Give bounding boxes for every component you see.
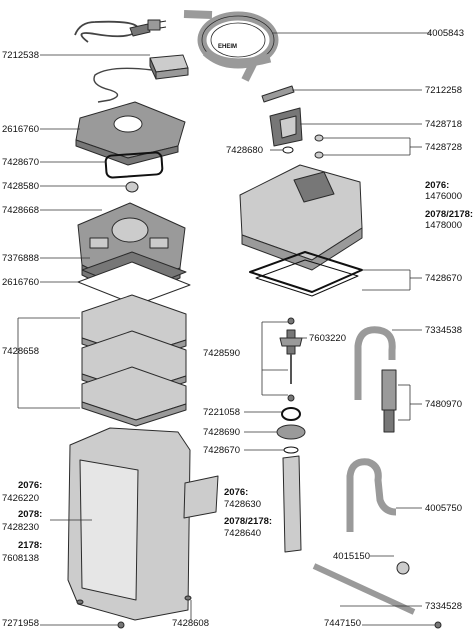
part-number-label: 7447150 [324,618,361,629]
model-label: 2078: [18,509,43,520]
part-number-label: 7212538 [2,50,39,61]
power-supply [93,54,189,103]
part-number-label: 7603220 [309,333,346,344]
part-number-label: 1476000 [425,191,462,202]
part-number-label: 7428680 [226,145,263,156]
leader-lines [17,32,435,626]
hose-logo-text: EHEIM [218,44,237,50]
part-number-label: 7428728 [425,142,462,153]
part-number-label: 2616760 [2,124,39,135]
hose-coil: EHEIM [183,10,279,82]
part-number-label: 7608138 [2,553,39,564]
model-label: 2078/2178: [224,516,273,527]
part-number-label: 7426220 [2,493,39,504]
part-number-label: 4015150 [333,551,370,562]
canister [67,427,219,621]
part-number-label: 7212258 [425,85,462,96]
model-label: 2076: [425,180,450,191]
part-number-label: 7376888 [2,253,39,264]
impeller-stack [276,317,306,553]
model-label: 2178: [18,540,43,551]
part-number-label: 7428670 [203,445,240,456]
part-number-label: 4005843 [427,28,464,39]
part-number-label: 7480970 [425,399,462,410]
part-number-label: 7428658 [2,346,39,357]
part-number-label: 7428590 [203,348,240,359]
part-number-label: 7428640 [224,528,261,539]
power-cable [74,19,167,43]
part-number-label: 7428670 [425,273,462,284]
model-label: 2078/2178: [425,209,474,220]
part-number-label: 7428718 [425,119,462,130]
part-number-label: 7334528 [425,601,462,612]
part-number-label: 7428670 [2,157,39,168]
part-number-label: 7221058 [203,407,240,418]
filter-baskets [81,294,187,427]
filter-lid [75,101,186,166]
part-number-label: 7428608 [172,618,209,629]
model-label: 2076: [18,480,43,491]
part-number-label: 7271958 [2,618,39,629]
part-number-label: 4005750 [425,503,462,514]
part-number-label: 7428580 [2,181,39,192]
part-number-label: 7428230 [2,522,39,533]
model-label: 2076: [224,487,249,498]
part-number-label: 7428690 [203,427,240,438]
part-number-label: 1478000 [425,220,462,231]
part-number-label: 7334538 [425,325,462,336]
part-number-label: 7428668 [2,205,39,216]
part-number-label: 2616760 [2,277,39,288]
part-number-label: 7428630 [224,499,261,510]
